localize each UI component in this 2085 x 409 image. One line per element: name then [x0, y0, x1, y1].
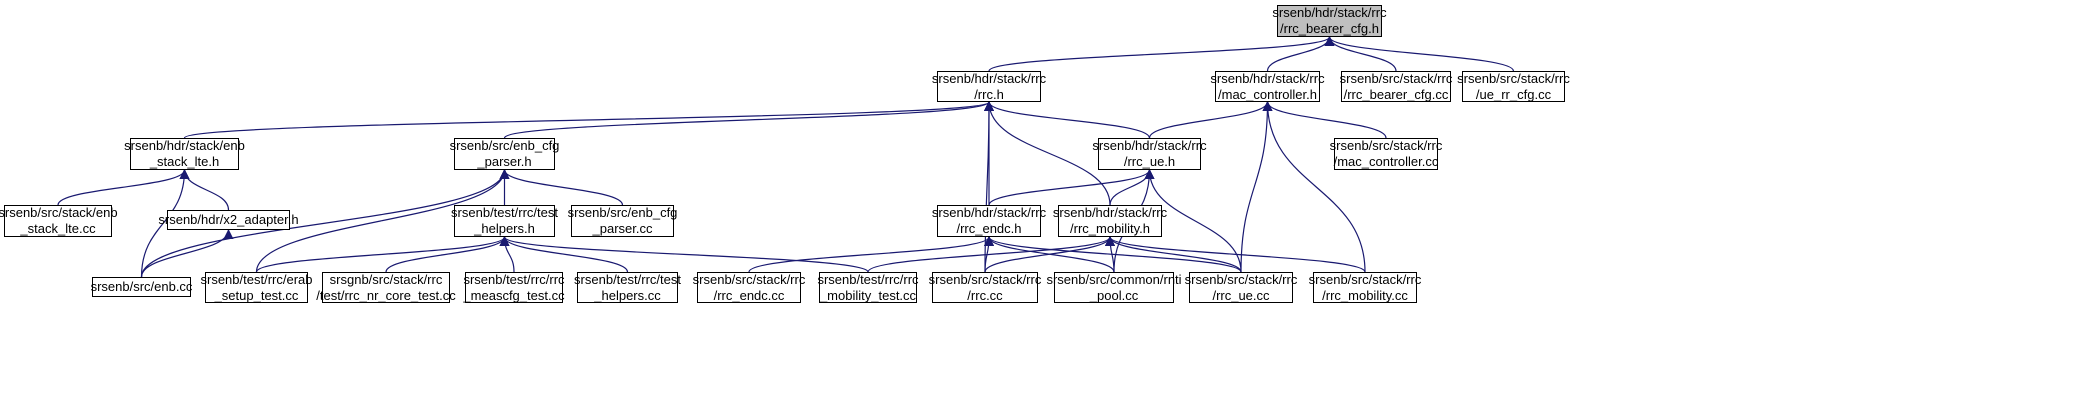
edge-rrc-endc-h-to-rrc-ue-h	[988, 169, 1155, 206]
edge-rrc-ue-h-to-mac-controller-h	[1148, 101, 1273, 139]
node-rrc-endc-cc[interactable]: srsenb/src/stack/rrc /rrc_endc.cc	[692, 271, 806, 303]
node-mac-controller-h[interactable]: srsenb/hdr/stack/rrc /mac_controller.h	[1210, 70, 1325, 102]
node-enb-cc[interactable]: srsenb/src/enb.cc	[91, 277, 192, 297]
edge-rrc-ue-cc-to-mac-controller-h	[1240, 101, 1273, 273]
node-rrc-ue-h[interactable]: srsenb/hdr/stack/rrc /rrc_ue.h	[1092, 138, 1207, 170]
node-ue-rr-cfg-cc[interactable]: srsenb/src/stack/rrc /ue_rr_cfg.cc	[1457, 70, 1570, 102]
node-enb-stack-lte-cc[interactable]: srsenb/src/stack/enb _stack_lte.cc	[0, 205, 118, 237]
node-rrc-ue-cc[interactable]: srsenb/src/stack/rrc /rrc_ue.cc	[1184, 271, 1298, 303]
edge-rrc-ue-cc-to-rrc-endc-h	[984, 236, 1242, 273]
edge-enb-cfg-parser-h-to-rrc-h	[503, 101, 994, 139]
edge-mac-controller-h-to-rrc-bearer-cfg-h	[1266, 36, 1335, 72]
edge-rrc-mobility-test-cc-to-test-helpers-h	[499, 236, 869, 273]
node-enb-cfg-parser-h[interactable]: srsenb/src/enb_cfg _parser.h	[449, 138, 560, 170]
edge-rrc-bearer-cfg-cc-to-rrc-bearer-cfg-h	[1324, 36, 1397, 72]
edge-rrc-mobility-h-to-rrc-h	[984, 101, 1111, 206]
edge-rrc-ue-h-to-rrc-h	[984, 101, 1151, 139]
edge-enb-stack-lte-h-to-rrc-h	[183, 101, 994, 139]
edge-rrc-ue-cc-to-rrc-mobility-h	[1105, 236, 1242, 273]
node-rrc-h[interactable]: srsenb/hdr/stack/rrc /rrc.h	[931, 70, 1047, 102]
edge-erab-setup-test-cc-to-test-helpers-h	[255, 236, 510, 273]
edge-rrc-ue-cc-to-rrc-ue-h	[1144, 169, 1242, 273]
edge-enb-cfg-parser-cc-to-enb-cfg-parser-h	[499, 169, 624, 206]
node-rrc-mobility-test-cc[interactable]: srsenb/test/rrc/rrc _mobility_test.cc	[817, 271, 919, 303]
node-rnti-pool-cc[interactable]: srsenb/src/common/rnti _pool.cc	[1046, 271, 1182, 303]
node-mac-controller-cc[interactable]: srsenb/src/stack/rrc /mac_controller.cc	[1329, 138, 1443, 170]
edge-rrc-mobility-cc-to-rrc-mobility-h	[1105, 236, 1366, 273]
edge-rrc-nr-core-test-cc-to-test-helpers-h	[385, 236, 510, 273]
node-rrc-mobility-cc[interactable]: srsenb/src/stack/rrc /rrc_mobility.cc	[1308, 271, 1422, 303]
node-test-helpers-h[interactable]: srsenb/test/rrc/test _helpers.h	[451, 205, 558, 237]
edge-enb-stack-lte-cc-to-enb-stack-lte-h	[57, 169, 190, 206]
node-rrc-bearer-cfg-cc[interactable]: srsenb/src/stack/rrc /rrc_bearer_cfg.cc	[1339, 70, 1453, 102]
edge-x2-adapter-h-to-enb-stack-lte-h	[179, 169, 230, 211]
edge-enb-cc-to-enb-cfg-parser-h	[140, 169, 510, 278]
edge-rrc-endc-cc-to-rrc-endc-h	[748, 236, 994, 273]
edge-ue-rr-cfg-cc-to-rrc-bearer-cfg-h	[1324, 36, 1515, 72]
node-rrc-meascfg-test-cc[interactable]: srsenb/test/rrc/rrc _meascfg_test.cc	[463, 271, 565, 303]
edge-rrc-cc-to-rrc-mobility-h	[984, 236, 1115, 273]
node-rrc-nr-core-test-cc[interactable]: srsgnb/src/stack/rrc /test/rrc_nr_core_t…	[316, 271, 456, 303]
node-rrc-bearer-cfg-h: srsenb/hdr/stack/rrc /rrc_bearer_cfg.h	[1272, 5, 1387, 37]
node-x2-adapter-h[interactable]: srsenb/hdr/x2_adapter.h	[158, 210, 299, 230]
node-erab-setup-test-cc[interactable]: srsenb/test/rrc/erab _setup_test.cc	[200, 271, 313, 303]
node-enb-cfg-parser-cc[interactable]: srsenb/src/enb_cfg _parser.cc	[567, 205, 678, 237]
edge-erab-setup-test-cc-to-enb-cfg-parser-h	[255, 169, 510, 273]
node-rrc-endc-h[interactable]: srsenb/hdr/stack/rrc /rrc_endc.h	[931, 205, 1047, 237]
node-enb-stack-lte-h[interactable]: srsenb/hdr/stack/enb _stack_lte.h	[124, 138, 245, 170]
edge-rrc-mobility-test-cc-to-rrc-mobility-h	[867, 236, 1115, 273]
node-rrc-mobility-h[interactable]: srsenb/hdr/stack/rrc /rrc_mobility.h	[1052, 205, 1168, 237]
edge-rrc-mobility-cc-to-mac-controller-h	[1262, 101, 1366, 273]
edge-enb-cc-to-enb-stack-lte-h	[140, 169, 190, 278]
edge-rrc-h-to-rrc-bearer-cfg-h	[988, 36, 1335, 72]
edge-test-helpers-cc-to-test-helpers-h	[499, 236, 629, 273]
edge-mac-controller-cc-to-mac-controller-h	[1262, 101, 1387, 139]
node-test-helpers-cc[interactable]: srsenb/test/rrc/test _helpers.cc	[574, 271, 681, 303]
edge-enb-cc-to-x2-adapter-h	[140, 229, 234, 278]
node-rrc-cc[interactable]: srsenb/src/stack/rrc /rrc.cc	[928, 271, 1042, 303]
